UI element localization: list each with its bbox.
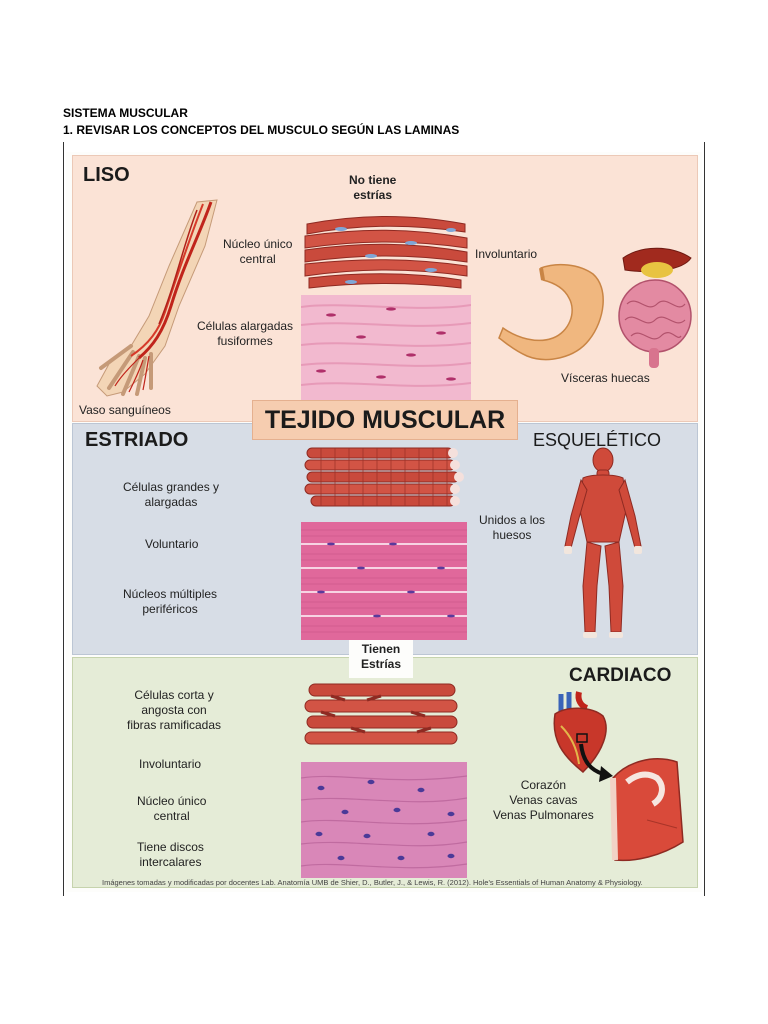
cardiaco-title: CARDIACO [569, 665, 672, 686]
organos-label: Corazón Venas cavas Venas Pulmonares [493, 778, 594, 822]
cardiac-muscle-bundle [304, 683, 458, 745]
tienen-estrias-box: Tienen Estrías [349, 640, 413, 678]
document-heading: SISTEMA MUSCULAR [63, 106, 188, 120]
cardiaco-involuntario-label: Involuntario [139, 757, 202, 771]
liso-celulas-label: Células alargadas fusiformes [197, 319, 294, 348]
liso-panel: LISO Vaso sanguíneos No tiene estrías Nú… [72, 155, 698, 422]
smooth-histology [301, 295, 471, 400]
no-estrias-label: No tiene estrías [349, 173, 397, 202]
estriado-panel: ESTRIADO ESQUELÉTICO Células grandes y a… [72, 423, 698, 655]
vaso-label: Vaso sanguíneos [79, 403, 171, 417]
tejido-muscular-banner: TEJIDO MUSCULAR [252, 400, 518, 440]
discos-label: Tiene discos intercalares [137, 840, 204, 869]
unidos-label: Unidos a los huesos [479, 513, 546, 542]
figure-caption: Imágenes tomadas y modificadas por docen… [102, 878, 643, 887]
stomach-illustration [498, 263, 604, 361]
tienen-estrias-label: Tienen Estrías [360, 642, 402, 671]
cardiaco-nucleo-label: Núcleo único central [137, 794, 207, 823]
document-instruction: 1. REVISAR LOS CONCEPTOS DEL MUSCULO SEG… [63, 123, 460, 137]
liso-title: LISO [83, 164, 130, 186]
skeletal-muscle-bundle [304, 447, 464, 507]
muscle-tissue-sheet: LISO Vaso sanguíneos No tiene estrías Nú… [66, 152, 702, 892]
heart-illustration [553, 691, 607, 774]
intestines-illustration [618, 247, 692, 368]
cardiaco-panel: CARDIACO Células corta y angosta con fib… [72, 657, 698, 888]
esqueletico-title: ESQUELÉTICO [533, 430, 662, 450]
visceras-label: Vísceras huecas [561, 371, 650, 385]
nucleos-label: Núcleos múltiples periféricos [123, 587, 218, 616]
zoom-arrow-icon [579, 743, 613, 782]
liso-nucleo-label: Núcleo único central [223, 237, 293, 266]
estriado-celulas-label: Células grandes y alargadas [123, 480, 220, 509]
skeletal-histology [301, 522, 467, 640]
liso-involuntario-label: Involuntario [475, 247, 538, 261]
human-muscle-figure [564, 447, 642, 638]
cardiaco-celulas-label: Células corta y angosta con fibras ramif… [127, 688, 222, 732]
frame-left-line [63, 142, 64, 896]
voluntario-label: Voluntario [145, 537, 199, 551]
heart-wall-section [610, 758, 684, 862]
cardiac-histology [301, 762, 467, 878]
estriado-title: ESTRIADO [85, 429, 189, 451]
arm-vessels-illustration [96, 199, 218, 397]
frame-right-line [704, 142, 705, 896]
smooth-muscle-bundle [304, 216, 468, 289]
